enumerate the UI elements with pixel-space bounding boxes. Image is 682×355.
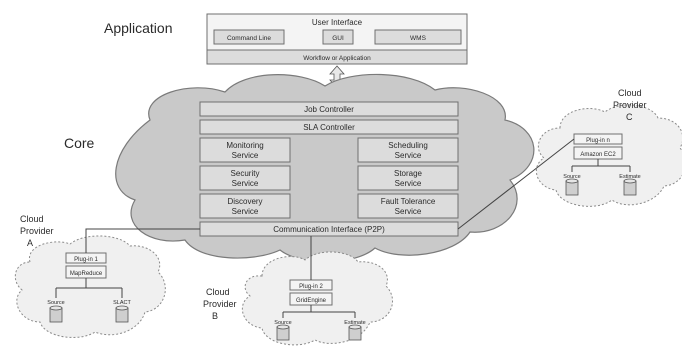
workflow-label: Workflow or Application (303, 55, 371, 62)
database-icon (565, 178, 579, 196)
scheduling-service-line1: Scheduling (388, 141, 428, 150)
storage-service-box (357, 165, 459, 191)
scheduling-service-line2: Service (395, 151, 422, 160)
storage-service-line1: Storage (394, 169, 423, 178)
database-icon (115, 305, 129, 323)
provider-a-cloud (14, 235, 166, 338)
monitoring-service-box (199, 137, 291, 163)
wms-label: WMS (410, 35, 427, 42)
provider-b-db2-label: Estimate (344, 320, 365, 326)
command-line-label: Command Line (227, 35, 271, 42)
provider-b-db1-label: Source (274, 320, 291, 326)
security-service-box (199, 165, 291, 191)
provider-c-label-line1: Cloud (618, 88, 642, 98)
provider-a-engine-label: MapReduce (70, 271, 103, 277)
provider-c-label-line2: Provider (613, 100, 647, 110)
application-label: Application (104, 20, 173, 36)
provider-a-db2-label: SLACT (113, 300, 131, 306)
database-icon (49, 305, 63, 323)
sla-controller-box (199, 119, 459, 135)
provider-c-label-line3: C (626, 112, 633, 122)
provider-b-label-line3: B (212, 311, 218, 321)
provider-a-label-line1: Cloud (20, 214, 44, 224)
communication-interface-label: Communication Interface (P2P) (273, 225, 385, 234)
provider-c-db2-label: Estimate (619, 174, 640, 180)
fault-tolerance-service-line1: Fault Tolerance (381, 197, 436, 206)
discovery-service-line1: Discovery (227, 197, 262, 206)
connector-to-provider-c (457, 138, 575, 230)
provider-c-db1-label: Source (563, 174, 580, 180)
security-service-line2: Service (232, 179, 259, 188)
provider-c-plugin-label: Plug-in n (586, 138, 610, 144)
provider-a-db1-label: Source (47, 300, 64, 306)
provider-b-engine-label: GridEngine (296, 298, 327, 304)
discovery-service-line2: Service (232, 207, 259, 216)
provider-c-engine-label: Amazon EC2 (580, 152, 616, 158)
sla-controller-label: SLA Controller (303, 123, 355, 132)
user-interface-title: User Interface (312, 18, 363, 27)
job-controller-box (199, 101, 459, 117)
discovery-service-box (199, 193, 291, 219)
provider-a-tree-lines (55, 278, 123, 298)
provider-a-plugin-label: Plug-in 1 (74, 257, 98, 263)
provider-b-plugin-label: Plug-in 2 (299, 284, 323, 290)
provider-a-label-line2: Provider (20, 226, 54, 236)
database-icon (623, 178, 637, 196)
command-line-box (213, 29, 285, 45)
storage-service-line2: Service (395, 179, 422, 188)
provider-a-label-line3: A (27, 238, 33, 248)
connector-to-provider-a (85, 228, 200, 253)
monitoring-service-line2: Service (232, 151, 259, 160)
provider-b-label-line2: Provider (203, 299, 237, 309)
security-service-line1: Security (231, 169, 260, 178)
provider-b-tree-lines (282, 305, 356, 318)
provider-c-tree-lines (571, 159, 631, 172)
provider-b-label-line1: Cloud (206, 287, 230, 297)
workflow-box (206, 49, 468, 65)
database-icon (276, 324, 290, 341)
monitoring-service-line1: Monitoring (226, 141, 263, 150)
fault-tolerance-service-box (357, 193, 459, 219)
wms-box (374, 29, 462, 45)
core-label: Core (64, 135, 95, 151)
fault-tolerance-service-line2: Service (395, 207, 422, 216)
job-controller-label: Job Controller (304, 105, 354, 114)
gui-box (322, 29, 354, 45)
database-icon (348, 324, 362, 341)
gui-label: GUI (332, 35, 344, 42)
scheduling-service-box (357, 137, 459, 163)
